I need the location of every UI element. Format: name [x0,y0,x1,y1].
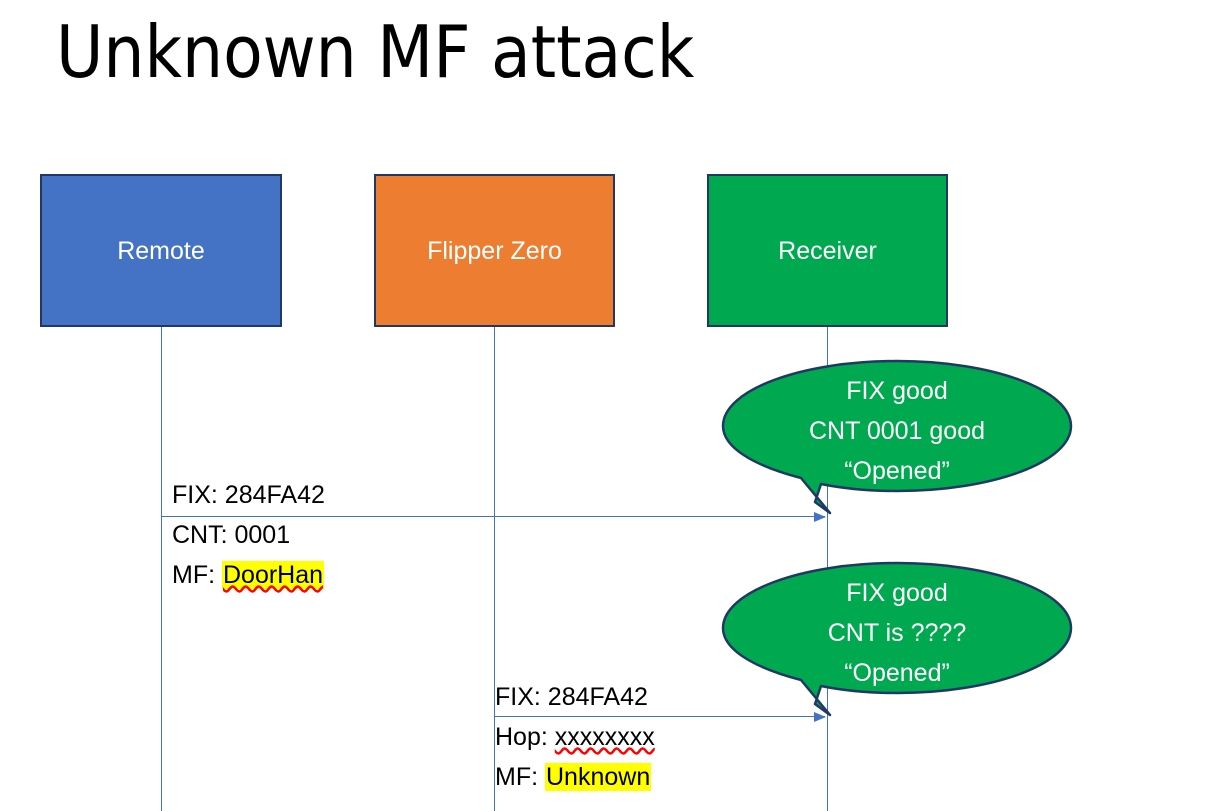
actor-box-flipper[interactable]: Flipper Zero [374,174,615,327]
lifeline-flipper [494,327,495,811]
message-line-prefix: CNT: [172,521,235,549]
message-line-value: 0001 [234,521,291,549]
callout-shape-icon [721,561,1073,717]
arrow-head-icon [814,511,826,522]
callout-shape-icon [721,359,1073,515]
message-line: Hop: xxxxxxxx [495,717,655,757]
message-line: FIX: 284FA42 [172,475,325,515]
callout-bubble-1[interactable]: FIX good CNT 0001 good “Opened” [721,359,1073,515]
callout-bubble-2[interactable]: FIX good CNT is ???? “Opened” [721,561,1073,717]
message-line-value-spellchecked: xxxxxxxx [554,723,655,751]
message-line-value-highlighted: Unknown [545,763,652,791]
message-line-value: 284FA42 [547,683,648,711]
actor-label-flipper: Flipper Zero [427,236,562,265]
actor-label-receiver: Receiver [778,236,877,265]
message-line-prefix: FIX: [495,683,548,711]
message-line-prefix: MF: [172,561,222,589]
arrow-head-icon [814,711,826,722]
message-line: CNT: 0001 [172,515,325,555]
message-arrow-remote-to-receiver[interactable] [161,511,826,522]
message-line: MF: Unknown [495,757,655,797]
message-label-2: FIX: 284FA42 Hop: xxxxxxxx MF: Unknown [495,677,655,797]
message-line-prefix: Hop: [495,723,555,751]
message-line: MF: DoorHan [172,555,325,595]
message-label-1: FIX: 284FA42 CNT: 0001 MF: DoorHan [172,475,325,595]
message-line-value: 284FA42 [224,481,325,509]
actor-label-remote: Remote [117,236,205,265]
page-title: Unknown MF attack [56,10,695,94]
message-line-prefix: MF: [495,763,545,791]
message-line-prefix: FIX: [172,481,225,509]
message-line-value-highlighted: DoorHan [222,561,325,589]
lifeline-remote [161,327,162,811]
message-line: FIX: 284FA42 [495,677,655,717]
actor-box-receiver[interactable]: Receiver [707,174,948,327]
actor-box-remote[interactable]: Remote [40,174,282,327]
message-arrow-flipper-to-receiver[interactable] [494,711,826,722]
